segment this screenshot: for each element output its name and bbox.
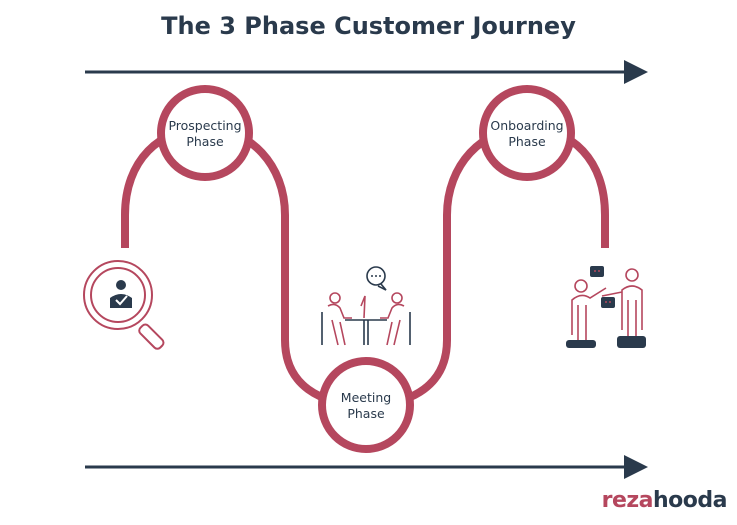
people-presenting-icon: [566, 266, 646, 348]
brand-logo: rezahooda: [601, 488, 728, 513]
prospecting-circle: [157, 85, 253, 181]
meeting-table-icon: [321, 266, 411, 346]
label-line: Phase: [347, 406, 385, 421]
magnifier-person-check-icon: [83, 260, 165, 350]
label-line: Phase: [186, 134, 224, 149]
label-line: Prospecting: [168, 118, 242, 133]
onboarding-circle: [479, 85, 575, 181]
logo-part-hooda: hooda: [653, 488, 727, 513]
logo-part-reza: reza: [601, 488, 654, 513]
meeting-circle: [318, 357, 414, 453]
label-line: Onboarding: [490, 118, 564, 133]
onboarding-phase-label: Onboarding Phase: [485, 118, 569, 150]
label-line: Meeting: [340, 390, 392, 405]
prospecting-phase-label: Prospecting Phase: [163, 118, 247, 150]
page-title: The 3 Phase Customer Journey: [161, 12, 576, 40]
meeting-phase-label: Meeting Phase: [324, 390, 408, 422]
label-line: Phase: [508, 134, 546, 149]
